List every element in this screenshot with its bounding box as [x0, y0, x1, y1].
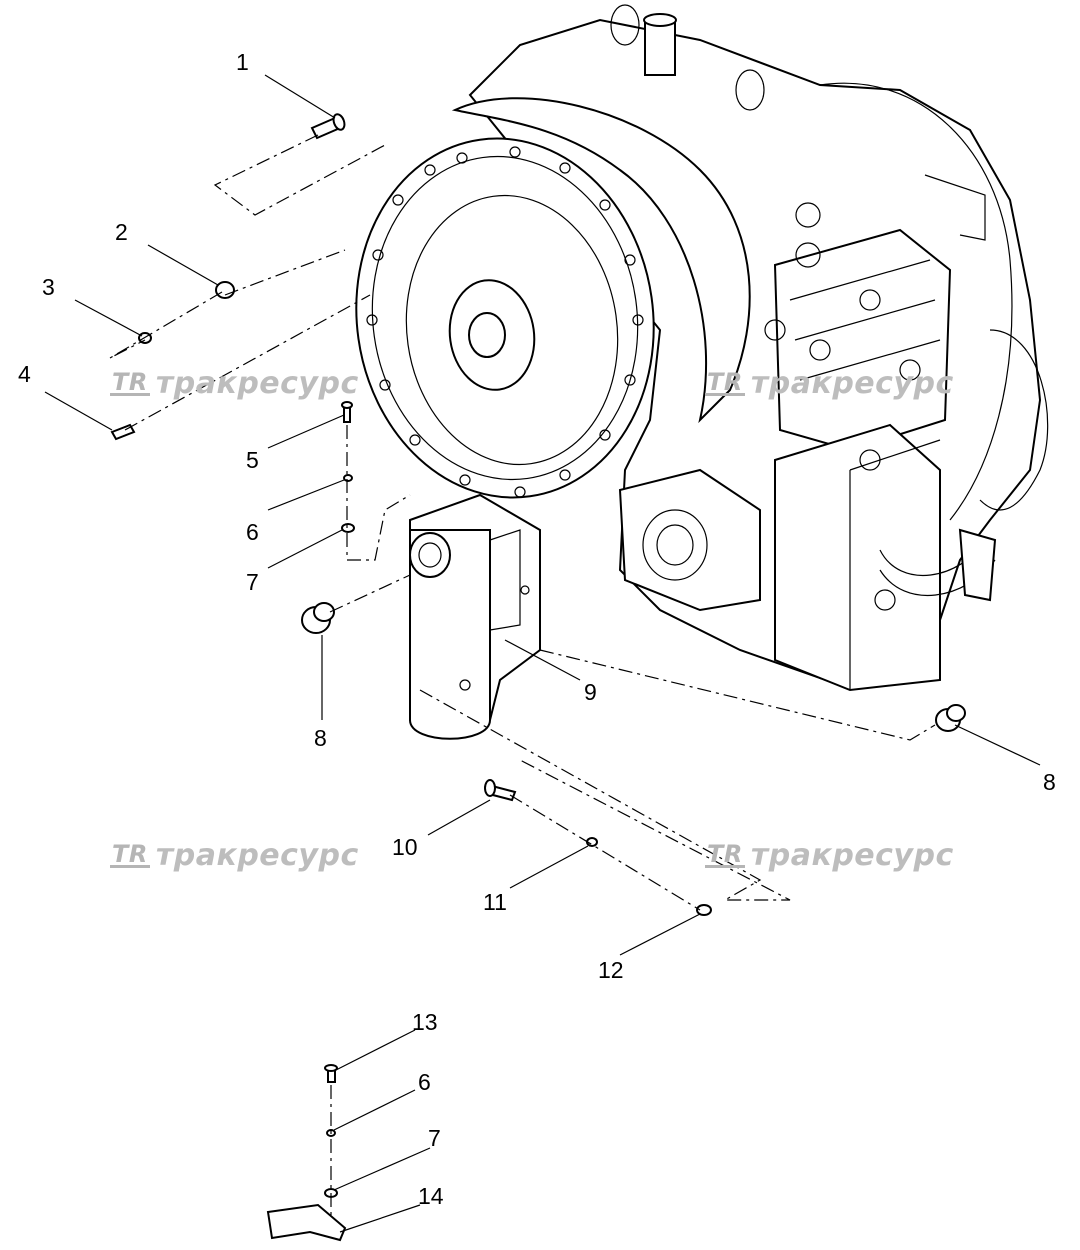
oil-filter-assembly — [409, 493, 541, 740]
callout-4: 4 — [18, 361, 31, 387]
filler-pipe — [644, 19, 676, 76]
watermark-text: тракресурс — [750, 366, 954, 401]
part-6-lockwasher — [343, 474, 353, 482]
transmission-assembly — [355, 4, 1049, 692]
housing-right-cover — [819, 82, 1013, 521]
callout-13: 13 — [412, 1009, 438, 1035]
watermark-logo-icon: TR — [705, 368, 745, 396]
lifting-eye-left — [610, 4, 640, 46]
watermark-bottom-left: TR тракресурс — [110, 838, 359, 873]
callout-labels: 1 2 3 4 5 6 7 8 9 8 10 11 12 13 6 7 14 — [18, 49, 1056, 1209]
control-valve-block — [773, 228, 952, 452]
housing-right-bulge — [979, 329, 1049, 511]
filler-cap — [643, 13, 677, 27]
watermark-top-left: TR тракресурс — [110, 366, 359, 401]
callout-6: 6 — [246, 519, 259, 545]
callout-12: 12 — [598, 957, 624, 983]
output-flange-outer — [642, 509, 708, 581]
watermark-text: тракресурс — [155, 838, 359, 873]
callout-2: 2 — [115, 219, 128, 245]
sump-box — [774, 423, 941, 692]
callout-1: 1 — [236, 49, 249, 75]
hub-pilot — [468, 312, 506, 358]
filter-port — [409, 532, 451, 578]
lifting-eye-right — [735, 69, 765, 111]
converter-housing-ring — [451, 97, 751, 424]
leader-lines — [44, 74, 1041, 1233]
output-flange-inner — [656, 524, 694, 566]
callout-14: 14 — [418, 1183, 444, 1209]
callout-7: 7 — [246, 569, 259, 595]
valve-block-ribs — [789, 259, 941, 381]
watermark-top-right: TR тракресурс — [705, 366, 954, 401]
watermark-text: тракресурс — [750, 838, 954, 873]
watermark-logo-icon: TR — [705, 840, 745, 868]
part-2-nut — [215, 281, 235, 299]
part-7-washer — [341, 523, 355, 533]
watermark-bottom-right: TR тракресурс — [705, 838, 954, 873]
callout-7-lower: 7 — [428, 1125, 441, 1151]
callout-6-lower: 6 — [418, 1069, 431, 1095]
sump-box-edges — [849, 439, 941, 690]
flex-plate-inner — [405, 194, 619, 466]
bracket-slot — [489, 529, 521, 631]
callout-11: 11 — [483, 889, 507, 915]
callout-8-left: 8 — [314, 725, 327, 751]
rear-bracket — [924, 174, 986, 241]
callout-8-right: 8 — [1043, 769, 1056, 795]
callout-3: 3 — [42, 274, 55, 300]
watermark-logo-icon: TR — [110, 368, 150, 396]
flex-plate-ring — [371, 155, 639, 481]
part-14-clamp — [266, 1203, 347, 1242]
hose-fitting — [958, 528, 997, 602]
small-parts — [110, 113, 966, 1242]
output-housing — [618, 468, 761, 612]
watermark-logo-icon: TR — [110, 840, 150, 868]
part-12-washer — [696, 904, 712, 916]
plate-bolts — [366, 146, 644, 498]
callout-10: 10 — [392, 834, 418, 860]
callout-9: 9 — [584, 679, 597, 705]
callout-5: 5 — [246, 447, 259, 473]
center-lines — [109, 134, 936, 1215]
watermark-text: тракресурс — [155, 366, 359, 401]
